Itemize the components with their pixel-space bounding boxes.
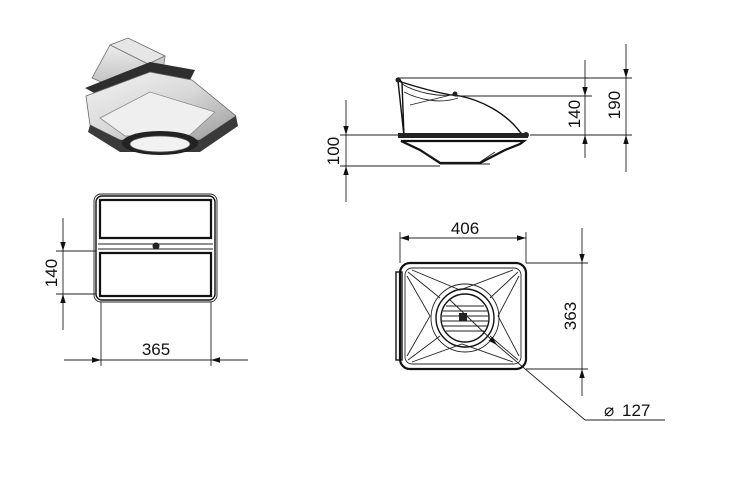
side-lower-height-label: 100: [324, 137, 343, 165]
top-view: ⌀ 127 406 363: [395, 219, 665, 421]
top-width-label: 406: [451, 219, 479, 238]
side-upper-height-label: 140: [565, 100, 584, 128]
front-width-label: 365: [142, 340, 170, 359]
diameter-symbol: ⌀: [604, 401, 614, 420]
front-height-label: 140: [42, 259, 61, 287]
side-view: 100 140 190: [324, 44, 632, 202]
diameter-label: 127: [622, 401, 650, 420]
top-depth-label: 363: [561, 302, 580, 330]
front-view: 365 140: [42, 193, 248, 366]
side-total-height-label: 190: [605, 91, 624, 119]
isometric-view: [85, 37, 238, 155]
